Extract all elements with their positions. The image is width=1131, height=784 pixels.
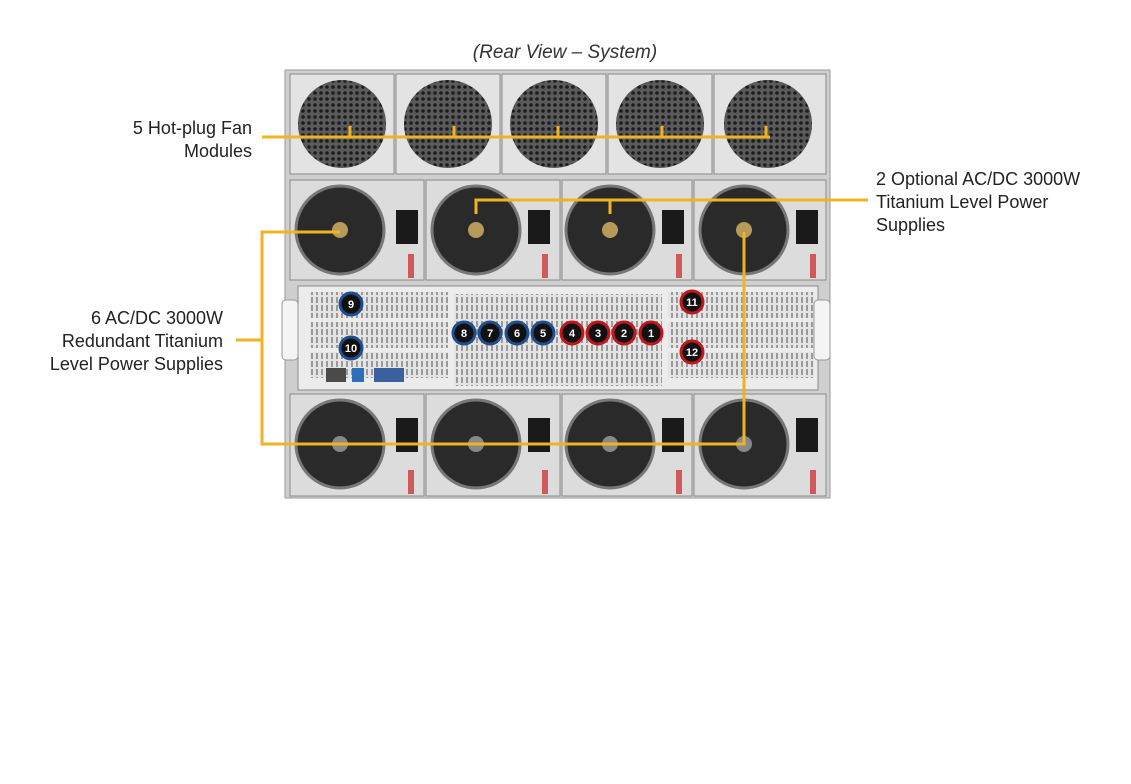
redundant-psu-callout-line bbox=[236, 230, 340, 342]
fan-grille bbox=[404, 80, 492, 168]
slot-badge-number: 9 bbox=[348, 299, 354, 311]
slot-badge bbox=[585, 320, 611, 346]
io-section bbox=[281, 285, 831, 391]
power-inlet bbox=[796, 210, 818, 244]
slot-badge-number: 5 bbox=[540, 328, 546, 340]
slot-badge bbox=[679, 289, 705, 315]
slot-badge bbox=[679, 339, 705, 365]
optional-psu-callout-label: 2 Optional AC/DC 3000W Titanium Level Po… bbox=[876, 168, 1116, 237]
fan-grille bbox=[616, 80, 704, 168]
power-inlet bbox=[662, 418, 684, 452]
psu-fan-hub bbox=[332, 222, 348, 238]
vga-port bbox=[374, 368, 404, 382]
fan-grille bbox=[724, 80, 812, 168]
slot-badge-number: 7 bbox=[487, 328, 493, 340]
slot-badge bbox=[451, 320, 477, 346]
slot-badge-number: 12 bbox=[686, 347, 698, 359]
slot-badge bbox=[338, 291, 364, 317]
slot-badge bbox=[559, 320, 585, 346]
psu-handle bbox=[810, 470, 816, 494]
fan-grille bbox=[510, 80, 598, 168]
lan-port bbox=[326, 368, 346, 382]
callout-line-text: 2 Optional AC/DC 3000W bbox=[876, 169, 1081, 189]
psu-fan-hub bbox=[602, 222, 618, 238]
power-inlet bbox=[528, 418, 550, 452]
upper-psu-row bbox=[289, 179, 827, 281]
power-inlet bbox=[528, 210, 550, 244]
psu-handle bbox=[408, 470, 414, 494]
callout-line-text: Titanium Level Power bbox=[876, 192, 1049, 212]
usb-port bbox=[352, 368, 364, 382]
psu-fan-hub bbox=[736, 222, 752, 238]
expansion-slot-vent bbox=[310, 292, 448, 318]
slot-badge-number: 6 bbox=[514, 328, 520, 340]
slot-badge-number: 8 bbox=[461, 328, 467, 340]
slot-badge-number: 1 bbox=[648, 328, 654, 340]
fan-grille bbox=[298, 80, 386, 168]
redundant-psu-callout-label: 6 AC/DC 3000W Redundant Titanium Level P… bbox=[20, 307, 223, 376]
slot-badge-number: 10 bbox=[345, 343, 357, 355]
slot-badge bbox=[638, 320, 664, 346]
callout-line-text: 6 AC/DC 3000W bbox=[90, 308, 223, 328]
slot-badge bbox=[477, 320, 503, 346]
psu-handle bbox=[542, 470, 548, 494]
psu-handle bbox=[810, 254, 816, 278]
psu-handle bbox=[408, 254, 414, 278]
power-inlet bbox=[662, 210, 684, 244]
psu-fan-hub bbox=[468, 222, 484, 238]
right-handle bbox=[813, 299, 831, 361]
callout-lines bbox=[236, 126, 868, 446]
slot-badge-number: 2 bbox=[621, 328, 627, 340]
callout-line-text: Modules bbox=[183, 141, 252, 161]
slot-badge-number: 4 bbox=[569, 328, 576, 340]
redundant-psu-callout-line bbox=[260, 232, 746, 446]
slot-badge bbox=[611, 320, 637, 346]
power-inlet bbox=[396, 210, 418, 244]
optional-psu-callout-line bbox=[474, 198, 868, 214]
callout-line-text: Supplies bbox=[876, 215, 946, 235]
callout-line-text: Level Power Supplies bbox=[49, 354, 223, 374]
slot-badge bbox=[504, 320, 530, 346]
fan-modules-callout-label: 5 Hot-plug Fan Modules bbox=[100, 117, 252, 163]
slot-badge bbox=[338, 335, 364, 361]
power-inlet bbox=[796, 418, 818, 452]
psu-handle bbox=[676, 254, 682, 278]
callout-line-text: 5 Hot-plug Fan bbox=[132, 118, 252, 138]
diagram-caption: (Rear View – System) bbox=[472, 42, 658, 63]
psu-handle bbox=[676, 470, 682, 494]
expansion-slot-vent bbox=[310, 322, 448, 348]
psu-handle bbox=[542, 254, 548, 278]
slot-badge-number: 11 bbox=[686, 297, 698, 309]
left-handle bbox=[281, 299, 299, 361]
power-inlet bbox=[396, 418, 418, 452]
callout-line-text: Redundant Titanium bbox=[61, 331, 223, 351]
slot-badge-number: 3 bbox=[595, 328, 601, 340]
fan-module-row bbox=[289, 73, 827, 175]
slot-badge bbox=[530, 320, 556, 346]
